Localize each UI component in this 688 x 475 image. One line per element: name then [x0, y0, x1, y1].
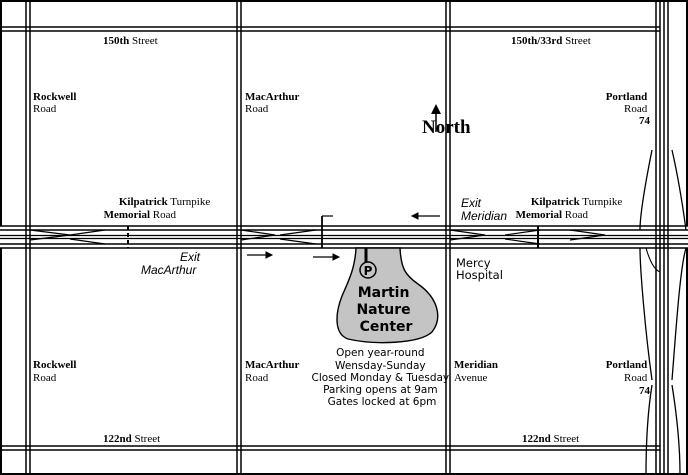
exit-arrows	[247, 212, 440, 261]
label-macarthur-road-top: MacArthur Road	[245, 91, 302, 115]
label-122nd-street-left: 122nd Street	[103, 433, 160, 445]
martin-nature-center: P Martin Nature Center Open year-round W…	[312, 247, 453, 408]
label-portland-road-bottom: Portland Road 74	[606, 359, 651, 397]
label-122nd-street-right: 122nd Street	[522, 433, 579, 445]
label-kilpatrick-turnpike-left: Kilpatrick Turnpike Memorial Road	[104, 196, 213, 221]
north-indicator: North	[422, 104, 471, 138]
nature-center-area	[336, 247, 439, 344]
portland-road-74	[639, 1, 687, 475]
label-rockwell-road-bottom: Rockwell Road	[33, 359, 79, 384]
label-exit-meridian: Exit Meridian	[461, 196, 507, 223]
label-150th-street: 150th Street	[103, 35, 158, 47]
north-arrow-icon	[431, 104, 441, 114]
label-150th-33rd-street: 150th/33rd Street	[511, 35, 591, 47]
label-kilpatrick-turnpike-right: Kilpatrick Turnpike Memorial Road	[516, 196, 625, 221]
label-portland-road-top: Portland Road 74	[606, 91, 651, 127]
label-meridian-avenue: Meridian Avenue	[454, 359, 501, 384]
parking-icon: P	[359, 261, 377, 279]
nature-center-name: Martin Nature Center	[356, 285, 415, 335]
label-rockwell-road-top: Rockwell Road	[33, 91, 79, 115]
parking-symbol: P	[364, 264, 373, 278]
kilpatrick-turnpike	[0, 215, 688, 249]
nature-center-info: Open year-round Wensday-Sunday Closed Mo…	[312, 347, 453, 408]
label-mercy-hospital: Mercy Hospital	[456, 256, 503, 282]
north-label: North	[422, 117, 471, 138]
label-macarthur-road-bottom: MacArthur Road	[245, 359, 302, 384]
label-exit-macarthur: Exit MacArthur	[141, 250, 203, 277]
